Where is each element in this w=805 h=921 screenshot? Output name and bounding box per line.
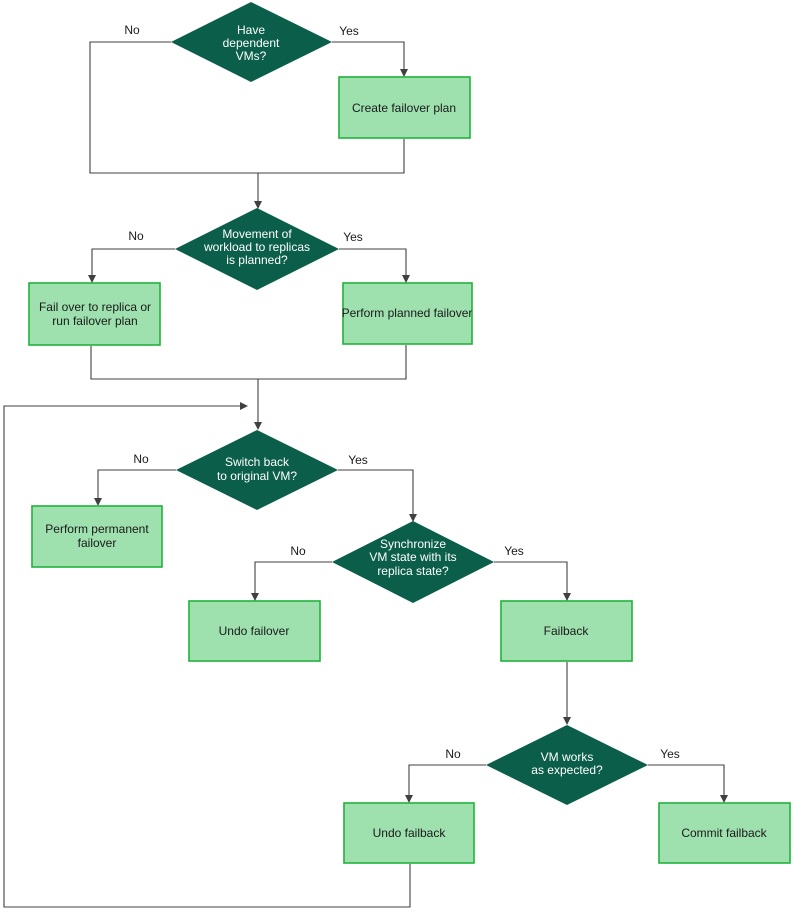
edge-movement-yes — [339, 248, 410, 283]
label-no-switch: No — [133, 452, 149, 466]
action-failback: Failback — [500, 600, 633, 662]
edge-loop-back — [3, 402, 411, 908]
svg-text:Commit failback: Commit failback — [681, 826, 767, 840]
edge-sync-yes — [494, 561, 571, 601]
edge-vmworks-no — [405, 764, 486, 803]
connectors — [3, 41, 728, 908]
label-no-vmworks: No — [445, 747, 461, 761]
svg-text:Failback: Failback — [544, 624, 590, 638]
edge-failover-merge — [90, 345, 407, 380]
edge-create-plan-down — [258, 139, 405, 174]
label-no-sync: No — [290, 544, 306, 558]
edge-vmworks-yes — [648, 764, 728, 803]
svg-text:Perform planned failover: Perform planned failover — [342, 306, 473, 320]
branch-labels: No Yes No Yes No Yes No Yes No Yes — [124, 23, 679, 761]
label-yes-sync: Yes — [504, 544, 524, 558]
action-undo-failover: Undo failover — [188, 600, 321, 662]
edge-dependent-yes — [332, 41, 408, 77]
action-create-failover-plan: Create failover plan — [338, 76, 471, 139]
label-yes-vmworks: Yes — [660, 747, 680, 761]
action-commit-failback: Commit failback — [658, 802, 791, 864]
label-yes-movement: Yes — [343, 230, 363, 244]
edge-switch-no — [94, 469, 176, 506]
svg-text:Create failover plan: Create failover plan — [352, 101, 456, 115]
action-perform-planned-failover: Perform planned failover — [342, 282, 473, 345]
label-no-movement: No — [128, 229, 144, 243]
edge-sync-no — [251, 561, 332, 601]
edge-switch-yes — [338, 469, 417, 522]
label-yes-dependent: Yes — [339, 24, 359, 38]
action-undo-failback: Undo failback — [343, 802, 475, 864]
svg-text:Undo failback: Undo failback — [373, 826, 447, 840]
edge-movement-no — [88, 248, 175, 283]
label-yes-switch: Yes — [348, 453, 368, 467]
edge-dependent-no — [89, 41, 258, 174]
label-no-dependent: No — [124, 23, 140, 37]
svg-text:Undo failover: Undo failover — [219, 624, 290, 638]
